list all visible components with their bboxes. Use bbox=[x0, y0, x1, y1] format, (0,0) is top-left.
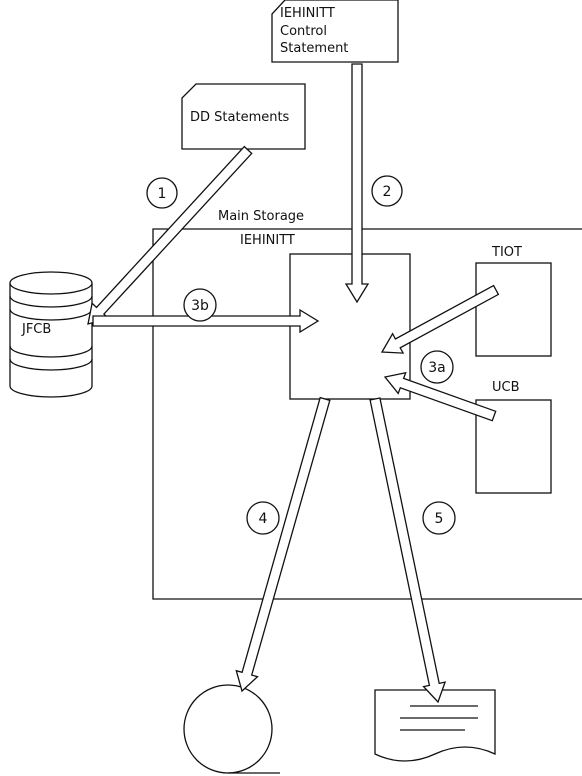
arrow-dd-to-jfcb bbox=[87, 145, 253, 325]
printed-listing-output bbox=[374, 689, 496, 762]
svg-text:5: 5 bbox=[435, 511, 444, 527]
step-marker-2: 2 bbox=[371, 175, 403, 207]
tiot-box bbox=[475, 262, 552, 357]
svg-text:3a: 3a bbox=[428, 360, 446, 376]
svg-text:4: 4 bbox=[259, 511, 268, 527]
svg-text:3b: 3b bbox=[191, 298, 209, 314]
iehinitt-program-label: IEHINITT bbox=[240, 233, 295, 248]
svg-text:2: 2 bbox=[383, 184, 392, 200]
control-card-line3: Statement bbox=[280, 41, 348, 56]
tiot-label: TIOT bbox=[491, 245, 522, 260]
flow-arrows bbox=[87, 63, 500, 704]
step-marker-1: 1 bbox=[146, 177, 178, 209]
main-storage-label: Main Storage bbox=[218, 209, 304, 224]
step-marker-3a: 3a bbox=[420, 350, 454, 384]
step-marker-3b: 3b bbox=[183, 288, 217, 322]
control-card-line1: IEHINITT bbox=[280, 6, 335, 21]
arrow-ucb-to-program bbox=[383, 371, 497, 422]
jfcb-label: JFCB bbox=[21, 322, 51, 337]
arrow-control-to-program bbox=[344, 63, 370, 304]
control-card-line2: Control bbox=[280, 24, 327, 39]
arrow-jfcb-to-program bbox=[92, 308, 320, 334]
step-marker-4: 4 bbox=[246, 501, 280, 535]
control-statement-card bbox=[271, 0, 399, 63]
svg-text:1: 1 bbox=[158, 186, 167, 202]
ucb-label: UCB bbox=[492, 380, 520, 395]
arrow-tiot-to-program bbox=[380, 284, 500, 354]
tape-reel-output bbox=[183, 684, 280, 774]
jfcb-cylinder bbox=[9, 271, 93, 398]
dd-statements-label: DD Statements bbox=[190, 110, 290, 125]
main-storage-region bbox=[152, 228, 582, 600]
arrow-program-to-listing bbox=[369, 397, 447, 704]
step-marker-5: 5 bbox=[422, 501, 456, 535]
arrow-program-to-tape bbox=[235, 396, 331, 693]
